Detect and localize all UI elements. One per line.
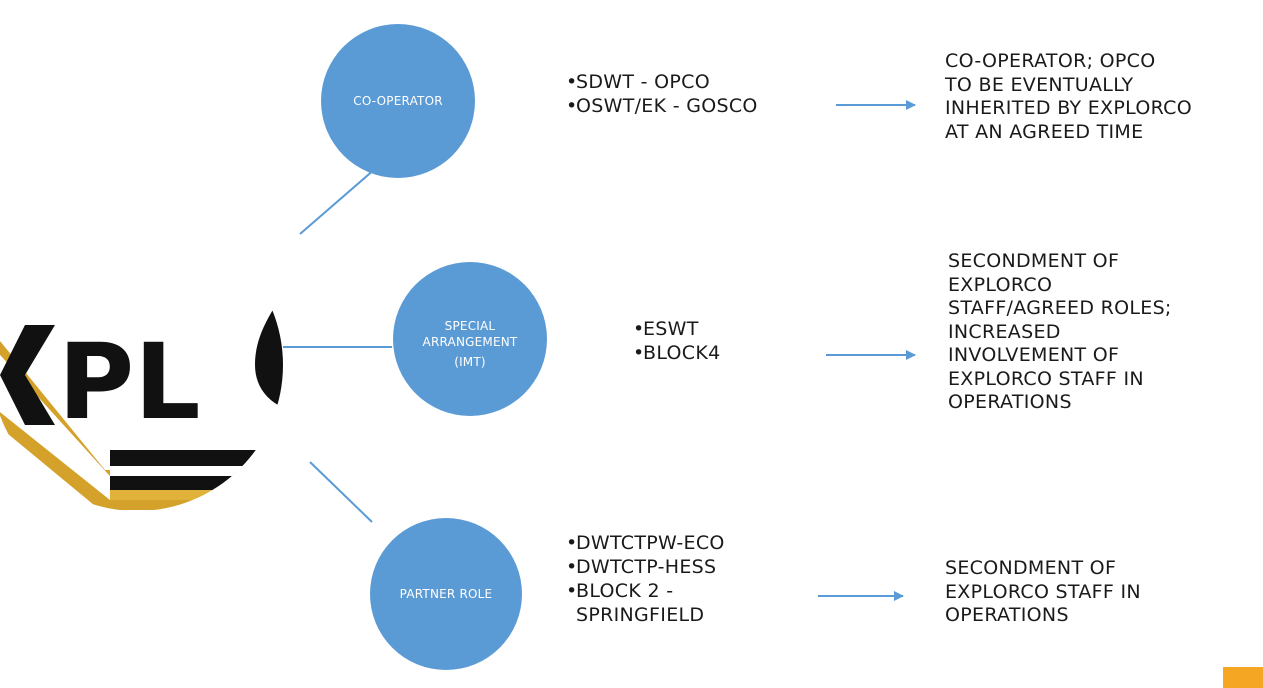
list-item: •DWTCTP-HESS bbox=[566, 555, 725, 579]
list-item: •BLOCK4 bbox=[633, 341, 721, 365]
bullet-dot: • bbox=[566, 95, 578, 117]
list-item: •ESWT bbox=[633, 317, 721, 341]
bullet-text: DWTCTP-HESS bbox=[576, 556, 717, 578]
list-item: •DWTCTPW-ECO bbox=[566, 531, 725, 555]
bullet-text: SDWT - OPCO bbox=[576, 71, 710, 93]
bubble-partner-label: PARTNER ROLE bbox=[400, 586, 493, 602]
bullet-dot: • bbox=[633, 318, 645, 340]
connector-line-cooperator bbox=[299, 161, 384, 235]
bubble-special-line-2: ARRANGEMENT bbox=[422, 335, 518, 349]
bullets-special: •ESWT •BLOCK4 bbox=[633, 317, 721, 365]
description-cooperator: CO-OPERATOR; OPCO TO BE EVENTUALLY INHER… bbox=[945, 50, 1192, 143]
bubble-cooperator-line-1: CO-OPERATOR bbox=[353, 94, 443, 108]
list-item: •SDWT - OPCO bbox=[566, 70, 758, 94]
bubble-cooperator: CO-OPERATOR bbox=[321, 24, 475, 178]
list-item: •OSWT/EK - GOSCO bbox=[566, 94, 758, 118]
bullet-text: DWTCTPW-ECO bbox=[576, 532, 725, 554]
bubble-cooperator-label: CO-OPERATOR bbox=[353, 93, 443, 109]
bullet-dot: • bbox=[633, 342, 645, 364]
bubble-special-label: SPECIAL ARRANGEMENT (IMT) bbox=[423, 318, 518, 370]
list-item: •BLOCK 2 - SPRINGFIELD bbox=[566, 579, 725, 627]
bullet-text: BLOCK 2 - SPRINGFIELD bbox=[576, 580, 705, 626]
description-special: SECONDMENT OF EXPLORCO STAFF/AGREED ROLE… bbox=[948, 250, 1172, 413]
bullet-dot: • bbox=[566, 71, 578, 93]
bullet-text: BLOCK4 bbox=[643, 342, 721, 364]
bullet-dot: • bbox=[566, 556, 578, 578]
bubble-partner-line-1: PARTNER ROLE bbox=[399, 587, 493, 601]
bullet-dot: • bbox=[566, 580, 578, 602]
bubble-special-line-1: SPECIAL bbox=[444, 319, 496, 333]
corner-accent-box bbox=[1223, 667, 1263, 688]
description-partner: SECONDMENT OF EXPLORCO STAFF IN OPERATIO… bbox=[945, 557, 1141, 626]
bubble-special-line-3: (IMT) bbox=[454, 355, 486, 369]
logo-letters: PL bbox=[58, 321, 201, 443]
bullets-partner: •DWTCTPW-ECO •DWTCTP-HESS •BLOCK 2 - SPR… bbox=[566, 531, 725, 627]
bullet-text: OSWT/EK - GOSCO bbox=[576, 95, 758, 117]
bullet-dot: • bbox=[566, 532, 578, 554]
bubble-partner-role: PARTNER ROLE bbox=[370, 518, 522, 670]
bubble-special-arrangement: SPECIAL ARRANGEMENT (IMT) bbox=[393, 262, 547, 416]
bullets-cooperator: •SDWT - OPCO •OSWT/EK - GOSCO bbox=[566, 70, 758, 118]
bullet-text: ESWT bbox=[643, 318, 699, 340]
connector-line-partner bbox=[309, 461, 373, 523]
kplc-logo-icon: PL bbox=[0, 219, 283, 511]
